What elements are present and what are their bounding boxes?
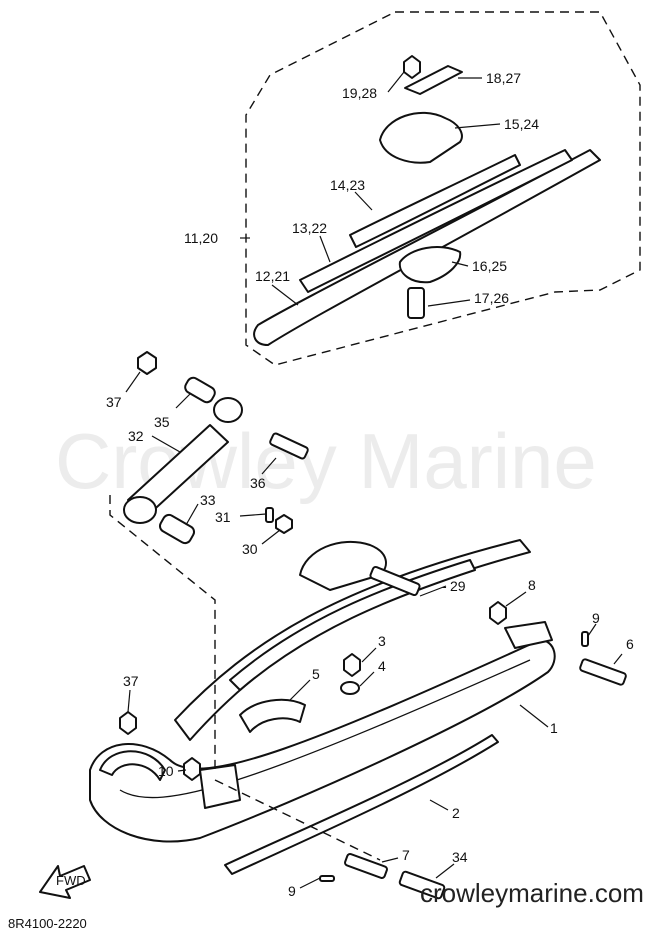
cotter-pin-9-upper [581, 631, 589, 647]
label-15-24: 15,24 [504, 116, 539, 132]
nut-3 [343, 653, 361, 677]
bolt-34 [398, 870, 446, 900]
spring-bracket-15 [379, 111, 463, 164]
clip-5 [239, 698, 306, 733]
label-13-22: 13,22 [292, 220, 327, 236]
label-9-lower: 9 [288, 883, 296, 899]
ski-saddle [299, 540, 387, 591]
label-37-top: 37 [106, 394, 122, 410]
label-4: 4 [378, 658, 386, 674]
washer-4 [340, 681, 360, 695]
label-34: 34 [452, 849, 468, 865]
nut-30 [275, 514, 293, 534]
shock-absorber-group [123, 351, 309, 545]
label-37-lower: 37 [123, 673, 139, 689]
lock-plate-18 [404, 65, 463, 95]
label-7: 7 [402, 847, 410, 863]
leader-lines [125, 71, 623, 889]
mount-bracket-rear [504, 621, 553, 649]
bolt-6 [579, 658, 627, 686]
label-17-26: 17,26 [474, 290, 509, 306]
bolt-31 [265, 507, 274, 523]
fwd-label: FWD [56, 873, 86, 888]
spring-leaf-14 [349, 154, 521, 248]
bolt-17 [407, 287, 425, 319]
bolt-7 [344, 853, 388, 879]
collar-33 [158, 513, 196, 545]
axle-guide-line [214, 779, 381, 861]
site-url: crowleymarine.com [420, 878, 644, 908]
label-8: 8 [528, 577, 536, 593]
label-30: 30 [242, 541, 258, 557]
label-9-upper: 9 [592, 610, 600, 626]
nut-19 [403, 55, 421, 79]
label-6: 6 [626, 636, 634, 652]
label-35: 35 [154, 414, 170, 430]
nut-37-top [137, 351, 157, 375]
label-36: 36 [250, 475, 266, 491]
label-18-27: 18,27 [486, 70, 521, 86]
part-labels: 11,20 12,21 13,22 14,23 15,24 16,25 17,2… [106, 70, 634, 899]
nut-8 [489, 601, 507, 625]
ski-edge-line [119, 659, 531, 799]
label-2: 2 [452, 805, 460, 821]
bolt-29 [369, 565, 421, 597]
nut-10 [183, 757, 201, 781]
shock-guide-line [109, 495, 216, 770]
fwd-arrow-icon: FWD [39, 865, 91, 899]
ski-loop [99, 750, 166, 781]
cotter-pin-9-lower [319, 875, 335, 882]
mount-bracket-front [199, 764, 241, 809]
shock-lower-eye [123, 496, 157, 524]
label-10: 10 [158, 763, 174, 779]
label-14-23: 14,23 [330, 177, 365, 193]
label-11-20: 11,20 [184, 230, 218, 246]
leaf-spring-exploded-group [245, 11, 641, 366]
group-boundary [245, 11, 641, 366]
label-19-28: 19,28 [342, 85, 377, 101]
label-33: 33 [200, 492, 216, 508]
label-1: 1 [550, 720, 558, 736]
label-16-25: 16,25 [472, 258, 507, 274]
clamp-plate-16 [398, 246, 462, 284]
label-29: 29 [450, 578, 466, 594]
bolt-36 [269, 432, 309, 460]
label-31: 31 [215, 509, 231, 525]
label-29-dash: - [442, 578, 447, 594]
nut-37-lower [119, 711, 137, 735]
runner-2 [224, 734, 499, 875]
ski-main-group [89, 495, 627, 900]
label-3: 3 [378, 633, 386, 649]
shock-upper-eye [213, 397, 243, 423]
diagram-code: 8R4100-2220 [8, 916, 87, 931]
spring-leaf-13 [299, 149, 573, 293]
ski-spring-top-leaf [229, 559, 476, 691]
label-32: 32 [128, 428, 144, 444]
collar-35 [184, 376, 216, 404]
label-5: 5 [312, 666, 320, 682]
label-12-21: 12,21 [255, 268, 290, 284]
